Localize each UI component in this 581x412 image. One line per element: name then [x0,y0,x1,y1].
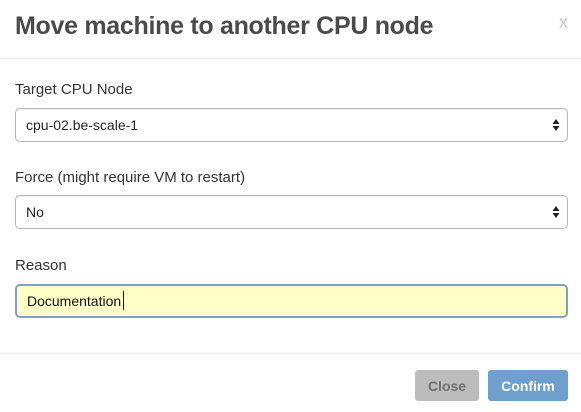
reason-label: Reason [15,257,67,274]
target-node-select[interactable]: cpu-02.be-scale-1 [15,108,568,142]
select-arrows-icon [552,203,560,221]
dialog-title: Move machine to another CPU node [15,12,434,40]
force-label: Force (might require VM to restart) [15,169,246,186]
close-button[interactable]: Close [415,370,479,401]
select-arrows-icon [552,116,560,134]
text-caret [123,291,124,310]
force-value: No [26,204,44,220]
force-select[interactable]: No [15,195,568,229]
target-node-value: cpu-02.be-scale-1 [26,117,139,133]
target-node-label: Target CPU Node [15,81,133,98]
dialog-footer: Close Confirm [0,353,581,412]
reason-input[interactable] [15,284,568,318]
close-icon[interactable]: x [559,12,568,32]
confirm-button[interactable]: Confirm [488,370,568,401]
dialog-header: Move machine to another CPU node x [0,0,581,59]
